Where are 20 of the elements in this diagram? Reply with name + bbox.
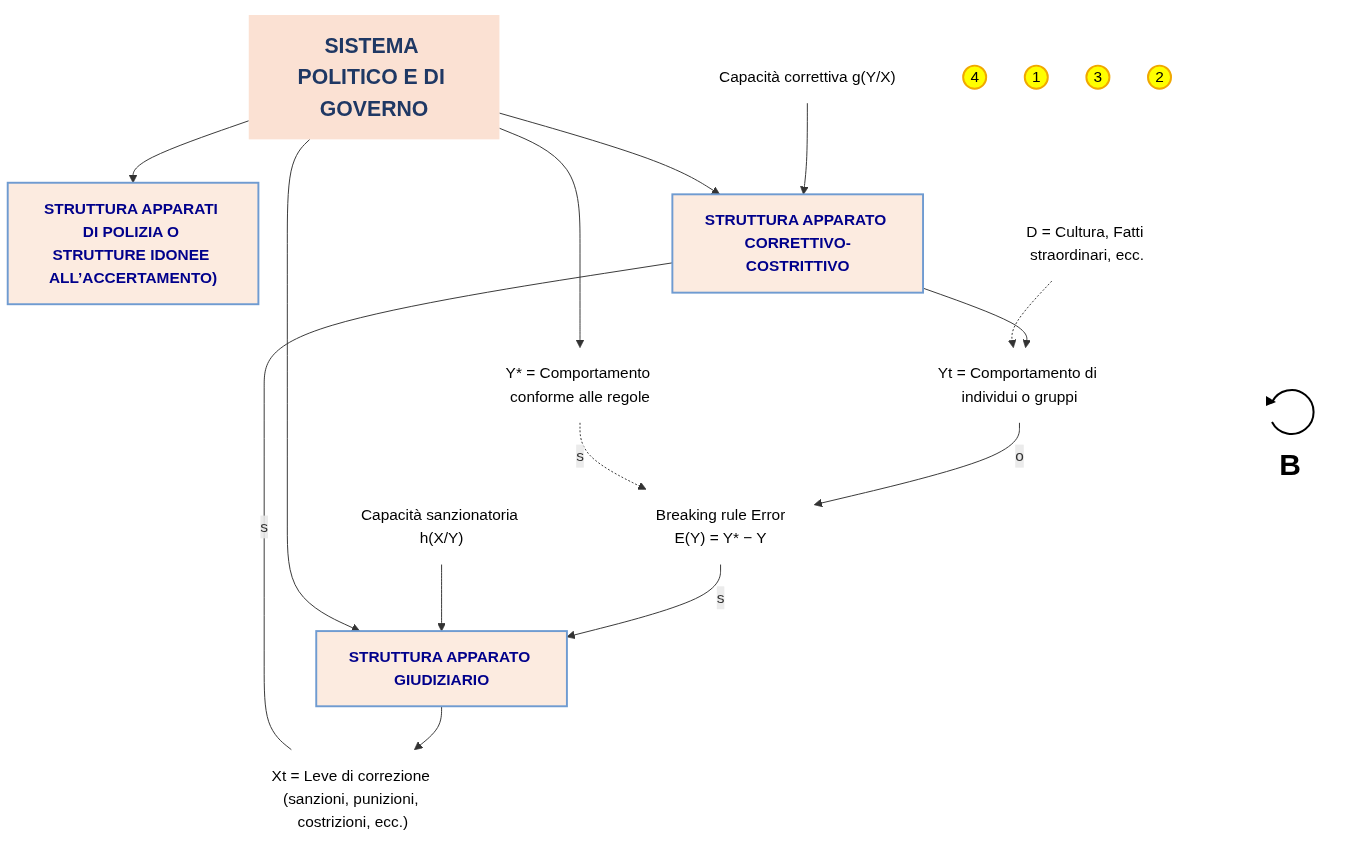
node-circle: 1	[1023, 64, 1049, 90]
node-text: Breaking rule Error E(Y) = Y* − Y	[655, 506, 786, 547]
node-box: SISTEMA POLITICO E DI GOVERNO	[248, 15, 500, 140]
node-text: D = Cultura, Fatti straordinari, ecc.	[1026, 223, 1144, 263]
node-box: STRUTTURA APPARATO GIUDIZIARIO	[315, 630, 568, 708]
node-circle: 2	[1147, 64, 1172, 90]
loop-label: B	[1279, 448, 1301, 482]
node-text: Capacità correttiva g(Y/X)	[719, 68, 896, 85]
node-circle: 3	[1085, 64, 1111, 90]
node-text: Xt = Leve di correzione (sanzioni, punizioni, costrizioni, ecc.)	[271, 767, 430, 830]
edge-label: o	[1015, 447, 1024, 464]
node-text: Y* = Comportamento conforme alle regole	[505, 364, 651, 405]
edge-label: s	[260, 518, 269, 535]
node-text: Yt = Comportamento di individui o gruppi	[937, 364, 1097, 405]
node-text: Capacità sanzionatoria h(X/Y)	[360, 506, 518, 547]
node-box: STRUTTURA APPARATI DI POLIZIA O STRUTTURE IDONEE ALL’ACCERTAMENTO)	[6, 181, 260, 306]
node-circle: 4	[962, 64, 988, 90]
edge-label: s	[576, 447, 584, 464]
node-box: STRUTTURA APPARATO CORRETTIVO-COSTRITTIVO	[671, 193, 924, 294]
edge-label: s	[716, 589, 725, 606]
